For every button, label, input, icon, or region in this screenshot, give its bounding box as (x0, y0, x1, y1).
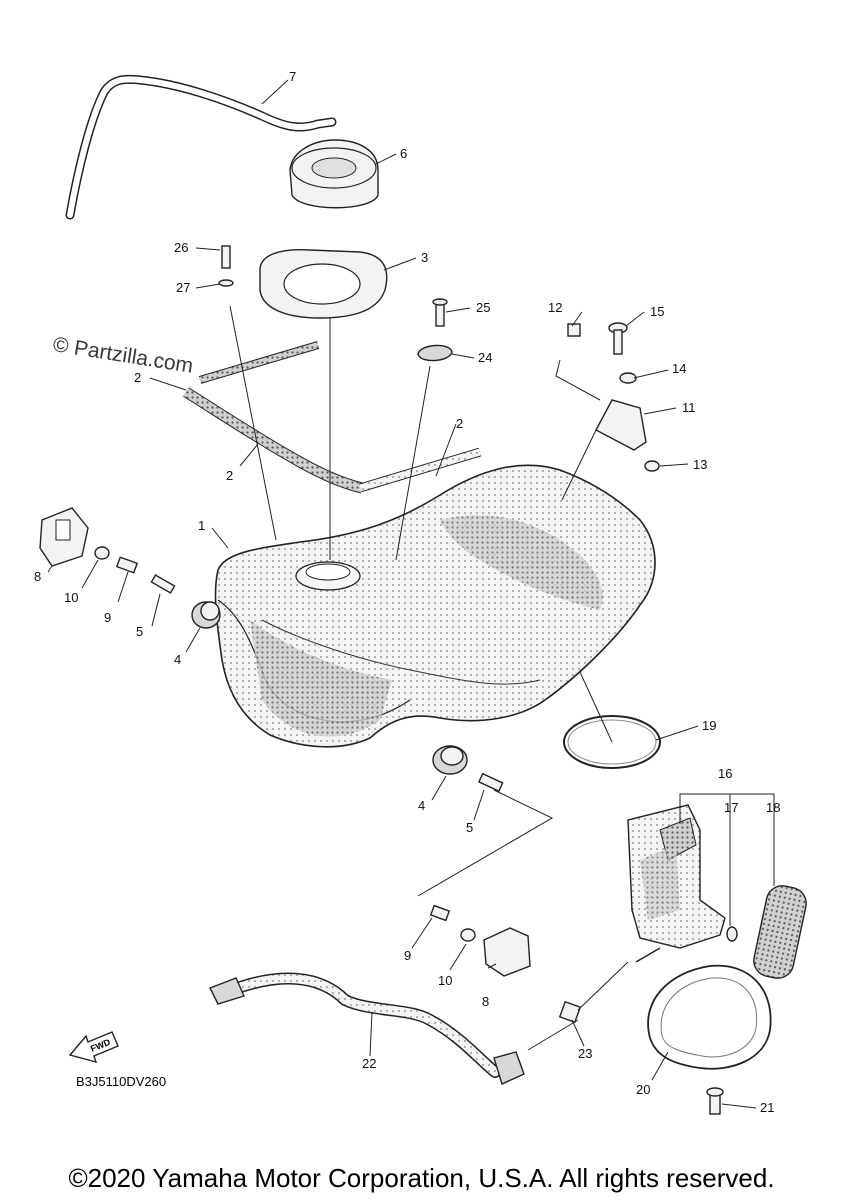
damper-8-upper (39, 507, 89, 567)
damper-4-lower (432, 745, 468, 775)
callout-18: 18 (766, 800, 780, 815)
callout-10a: 10 (64, 590, 78, 605)
bolt-9-upper (115, 556, 139, 574)
bolt-26 (221, 245, 231, 269)
fuel-tank (214, 464, 656, 748)
callout-24: 24 (478, 350, 492, 365)
damper-4-upper (191, 601, 221, 629)
callout-4b: 4 (418, 798, 425, 813)
callout-12: 12 (548, 300, 562, 315)
fwd-arrow-icon: FWD (68, 1031, 119, 1064)
callout-22: 22 (362, 1056, 376, 1071)
callout-3: 3 (421, 250, 428, 265)
callout-15: 15 (650, 304, 664, 319)
fuel-pump-16 (627, 804, 726, 963)
callout-17: 17 (724, 800, 738, 815)
callout-27: 27 (176, 280, 190, 295)
callout-13: 13 (693, 457, 707, 472)
plate-gasket-20 (647, 964, 772, 1070)
callout-19: 19 (702, 718, 716, 733)
washer-14 (619, 372, 637, 384)
damper-8-lower (483, 927, 531, 977)
callout-8b: 8 (482, 994, 489, 1009)
callout-4a: 4 (174, 652, 181, 667)
callout-23: 23 (578, 1046, 592, 1061)
callout-25: 25 (476, 300, 490, 315)
cap-plate (259, 248, 388, 319)
callout-1: 1 (198, 518, 205, 533)
clip-12 (567, 323, 581, 337)
leader-lines (47, 79, 775, 1109)
callout-2a: 2 (134, 370, 141, 385)
callout-7: 7 (289, 69, 296, 84)
callout-10b: 10 (438, 973, 452, 988)
callout-9b: 9 (404, 948, 411, 963)
callout-26: 26 (174, 240, 188, 255)
callout-16: 16 (718, 766, 732, 781)
washer-27 (218, 279, 234, 287)
callout-8a: 8 (34, 569, 41, 584)
bracket-11 (595, 399, 647, 451)
drawing-code: B3J5110DV260 (76, 1074, 166, 1089)
nut-13 (644, 460, 660, 472)
tank-cap (289, 139, 379, 209)
hoses (183, 341, 482, 494)
callout-20: 20 (636, 1082, 650, 1097)
collar-10-lower (460, 928, 476, 942)
o-ring-17 (726, 926, 738, 942)
callout-2b: 2 (456, 416, 463, 431)
gasket-19 (563, 715, 661, 769)
fuel-hose-22 (209, 972, 525, 1085)
callout-21: 21 (760, 1100, 774, 1115)
bolt-21 (706, 1087, 724, 1115)
callout-5b: 5 (466, 820, 473, 835)
callout-9a: 9 (104, 610, 111, 625)
bolt-9-lower (429, 904, 451, 922)
connector-23 (558, 1000, 582, 1024)
grommet-24 (417, 344, 453, 362)
callout-6: 6 (400, 146, 407, 161)
callout-2c: 2 (226, 468, 233, 483)
fitting-15 (608, 322, 628, 355)
callout-labels: 7 6 3 26 27 25 24 12 15 14 11 13 2 2 2 1… (34, 69, 780, 1115)
callout-14: 14 (672, 361, 686, 376)
copyright-notice: ©2020 Yamaha Motor Corporation, U.S.A. A… (68, 1163, 775, 1193)
bolt-5-lower (477, 772, 504, 793)
collar-10-upper (94, 546, 110, 560)
exploded-view-drawing: FWD (34, 69, 807, 1115)
bolt-5-upper (150, 574, 176, 594)
callout-11: 11 (682, 400, 696, 415)
callout-5a: 5 (136, 624, 143, 639)
fuel-filter-18 (753, 885, 807, 979)
